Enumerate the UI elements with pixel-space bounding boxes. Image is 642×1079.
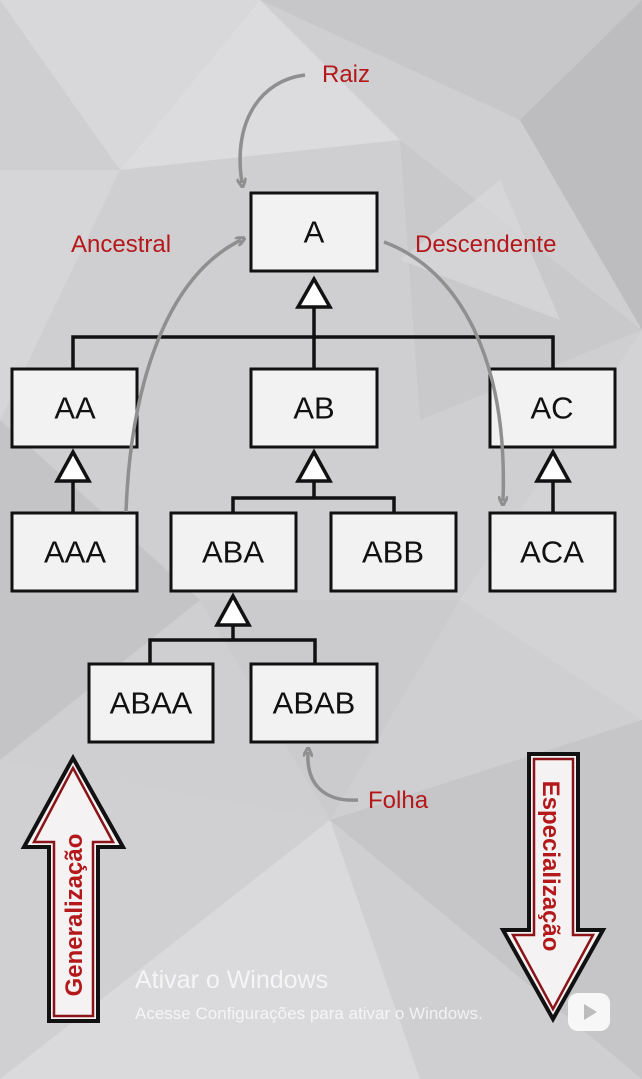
triangle-aa [54,448,92,483]
inheritance-triangles [54,275,572,627]
node-aaa-label: AAA [44,535,106,570]
descendant-label: Descendente [415,231,556,258]
ancestor-arrow [124,240,241,513]
root-arrow [240,73,306,183]
node-a-label: A [304,215,325,250]
node-ac: AC [488,367,617,449]
node-ac-label: AC [530,391,573,426]
generalization-arrow: Generalização [20,753,127,1023]
node-a: A [249,191,379,273]
node-aca-label: ACA [520,535,584,570]
node-abb-label: ABB [362,535,424,570]
windows-activation-subtitle: Acesse Configurações para ativar o Windo… [135,1004,483,1023]
specialization-label: Especialização [537,781,564,952]
leaf-arrow [308,752,359,802]
node-abab-label: ABAB [273,686,356,721]
node-ab-label: AB [293,391,334,426]
root-label: Raiz [322,61,370,88]
ancestor-label: Ancestral [71,231,171,258]
play-icon[interactable] [568,993,610,1031]
node-aba: ABA [169,511,298,593]
generalization-label: Generalização [61,834,88,997]
specialization-arrow: Especialização [499,752,607,1024]
connectors [71,307,555,663]
node-ab: AB [249,367,379,449]
node-aca: ACA [488,511,617,593]
node-abaa-label: ABAA [110,686,193,721]
node-aaa: AAA [10,511,139,593]
triangle-aba [214,592,252,627]
annotation-arrows [124,73,503,802]
node-abaa: ABAA [87,662,215,744]
node-aa-label: AA [54,391,96,426]
descendant-arrow [383,240,503,501]
triangle-ac [534,448,572,483]
node-aba-label: ABA [202,535,264,570]
leaf-label: Folha [368,787,429,814]
node-abab: ABAB [249,662,379,744]
triangle-a [294,275,334,309]
node-aa: AA [10,367,139,449]
node-abb: ABB [329,511,458,593]
windows-activation-title: Ativar o Windows [135,966,329,994]
triangle-ab [295,448,333,483]
